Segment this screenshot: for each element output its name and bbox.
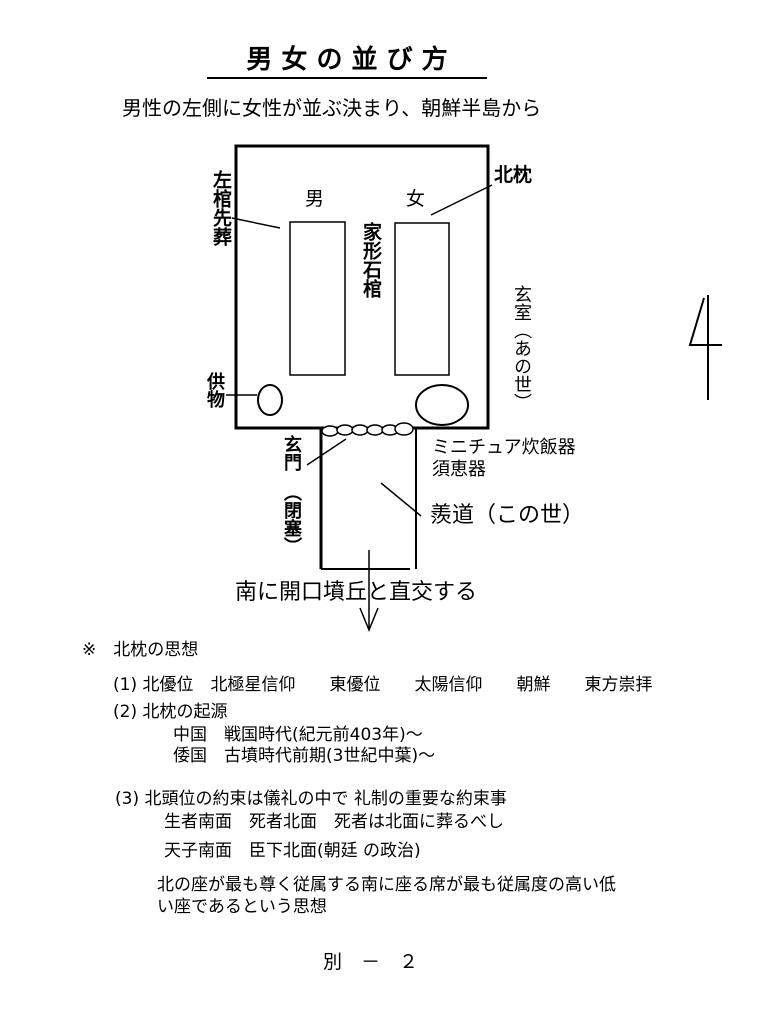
coffin-male — [289, 221, 346, 376]
page-label: 別 － ２ — [323, 951, 419, 973]
notes-heading: ※ 北枕の思想 — [82, 640, 199, 660]
gate-stones — [321, 422, 414, 437]
label-chamber: 玄室（あの世） — [511, 285, 532, 411]
label-passage: 羨道（この世） — [430, 503, 585, 528]
leader-north-pillow — [430, 184, 493, 216]
note-item-2-wa: 倭国 古墳時代前期(3世紀中葉)～ — [173, 746, 436, 766]
south-arrow-icon — [359, 550, 379, 632]
note-item-1: (1) 北優位 北極星信仰 東優位 太陽信仰 朝鮮 東方崇拝 — [113, 675, 653, 695]
subtitle: 男性の左側に女性が並ぶ決まり、朝鮮半島から — [122, 96, 542, 120]
note-item-3-c2: い座であるという思想 — [157, 897, 327, 917]
north-arrow-icon — [688, 295, 722, 400]
label-offering: 供物 — [204, 372, 225, 408]
leader-passage — [380, 482, 422, 517]
note-item-3-b: 天子南面 臣下北面(朝廷 の政治) — [164, 841, 421, 861]
label-rice-cooker: ミニチュア炊飯器 — [432, 437, 576, 458]
note-item-3-c1: 北の座が最も尊く従属する南に座る席が最も従属度の高い低 — [157, 875, 616, 895]
note-item-2-china: 中国 戦国時代(紀元前403年)～ — [173, 725, 423, 745]
leader-left-coffin — [231, 217, 281, 229]
label-sueki: 須恵器 — [432, 459, 486, 480]
leader-gate — [306, 438, 347, 466]
label-female: 女 — [406, 188, 426, 210]
note-item-3-a: 生者南面 死者北面 死者は北面に葬るべし — [164, 812, 504, 832]
note-item-3: (3) 北頭位の約束は儀礼の中で 礼制の重要な約束事 — [115, 789, 507, 809]
page-title: 男 女 の 並 び 方 — [207, 47, 487, 79]
label-gate-note: （閉塞） — [281, 483, 302, 555]
label-male: 男 — [305, 188, 325, 210]
label-gate: 玄門 — [281, 435, 302, 471]
label-north-pillow: 北枕 — [494, 164, 533, 186]
rice-cooker-vessel — [415, 384, 469, 426]
label-left-coffin-first: 左棺先葬 — [210, 170, 232, 246]
label-opening: 南に開口墳丘と直交する — [235, 580, 478, 605]
label-coffin-type: 家形石棺 — [360, 222, 382, 298]
note-item-2: (2) 北枕の起源 — [113, 702, 228, 722]
coffin-female — [394, 222, 450, 376]
offering-vessel — [257, 384, 283, 416]
